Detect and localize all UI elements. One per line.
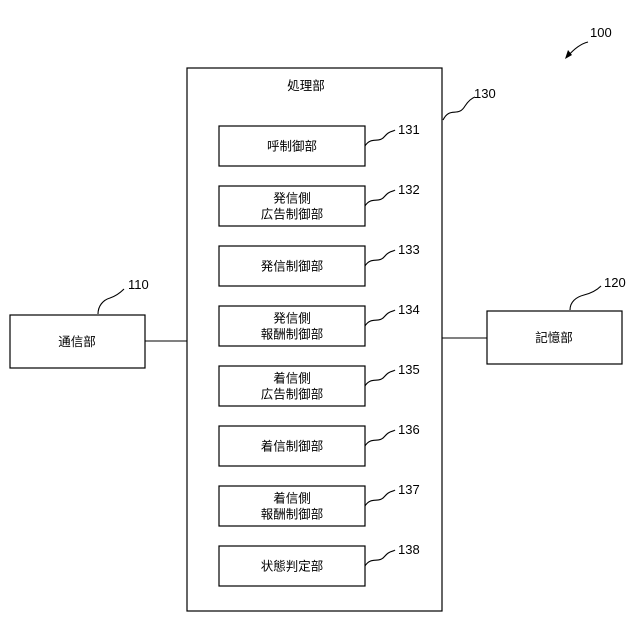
storage-unit-label: 記憶部	[535, 330, 573, 345]
sub-unit-ref: 136	[398, 422, 420, 437]
figure-ref-label: 100	[590, 25, 612, 40]
communication-unit-label: 通信部	[58, 334, 96, 349]
sub-unit-label: 報酬制御部	[261, 327, 324, 342]
sub-unit-ref: 133	[398, 242, 420, 257]
communication-unit-leader	[98, 289, 124, 314]
processing-unit-leader	[443, 97, 475, 120]
sub-unit-ref: 134	[398, 302, 420, 317]
sub-unit-label: 報酬制御部	[261, 507, 324, 522]
communication-unit-ref: 110	[128, 277, 149, 292]
processing-unit-label: 処理部	[287, 78, 325, 93]
figure-ref-arrow	[565, 42, 588, 59]
storage-unit-ref: 120	[604, 275, 626, 290]
storage-unit-leader	[570, 286, 601, 310]
sub-unit-ref: 138	[398, 542, 420, 557]
sub-unit-label: 広告制御部	[261, 207, 324, 222]
sub-unit-label: 発信制御部	[261, 259, 324, 274]
sub-unit-ref: 131	[398, 122, 420, 137]
sub-unit-label: 呼制御部	[267, 139, 317, 154]
sub-unit-ref: 132	[398, 182, 420, 197]
sub-unit-label: 着信側	[273, 491, 311, 506]
sub-unit-label: 発信側	[273, 191, 311, 206]
sub-unit-label: 発信側	[273, 311, 311, 326]
sub-unit-label: 着信制御部	[261, 439, 324, 454]
sub-unit-ref: 135	[398, 362, 420, 377]
sub-unit-label: 広告制御部	[261, 387, 324, 402]
sub-unit-ref: 137	[398, 482, 420, 497]
sub-unit-label: 着信側	[273, 371, 311, 386]
sub-unit-label: 状態判定部	[261, 559, 324, 574]
processing-unit-ref: 130	[474, 86, 496, 101]
